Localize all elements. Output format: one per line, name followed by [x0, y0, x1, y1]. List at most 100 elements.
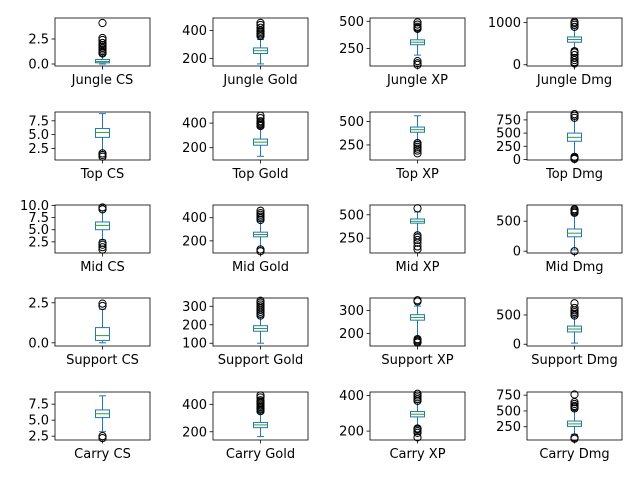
flier-point — [98, 432, 107, 441]
y-tick-label: 0 — [513, 245, 521, 260]
flier-point — [256, 23, 265, 32]
y-tick-label: 10.0 — [20, 199, 49, 214]
y-tick-label: 200 — [339, 425, 364, 440]
x-axis-label: Support XP — [381, 353, 453, 368]
x-axis-label: Jungle Dmg — [536, 73, 612, 88]
flier-point — [98, 33, 107, 43]
flier-point — [413, 389, 422, 398]
flier-point — [570, 17, 579, 26]
y-tick-label: 200 — [182, 425, 207, 440]
y-tick-label: 500 — [339, 15, 364, 30]
x-axis-label: Jungle Gold — [222, 73, 297, 88]
flier-point — [98, 299, 107, 308]
flier-point — [98, 203, 107, 212]
flier-point — [413, 18, 422, 27]
flier-point — [98, 238, 107, 247]
flier-point — [256, 391, 265, 400]
x-axis-label: Carry XP — [389, 447, 445, 462]
x-axis-label: Carry CS — [74, 447, 131, 462]
flier-point — [570, 247, 579, 256]
flier-point — [413, 22, 422, 31]
flier-point — [570, 390, 579, 399]
flier-point — [413, 296, 422, 305]
y-tick-label: 400 — [182, 24, 207, 39]
y-tick-label: 7.5 — [28, 398, 49, 413]
y-tick-label: 400 — [182, 211, 207, 226]
flier-point — [256, 393, 265, 402]
flier-point — [570, 110, 579, 119]
flier-point — [413, 231, 422, 240]
y-tick-label: 500 — [339, 115, 364, 130]
y-tick-label: 0.0 — [28, 336, 49, 351]
y-tick-label: 400 — [182, 398, 207, 413]
y-tick-label: 300 — [339, 304, 364, 319]
flier-point — [570, 22, 579, 31]
flier-point — [570, 113, 579, 122]
y-tick-label: 0 — [513, 338, 521, 353]
y-tick-label: 250 — [339, 232, 364, 247]
y-tick-label: 250 — [496, 420, 521, 435]
flier-point — [570, 433, 579, 442]
y-tick-label: 5.0 — [28, 414, 49, 429]
box-iqr — [95, 327, 110, 341]
x-axis-label: Mid Gold — [232, 260, 289, 275]
x-axis-label: Mid XP — [396, 260, 440, 275]
flier-point — [256, 208, 265, 218]
y-tick-label: 2.5 — [28, 430, 49, 445]
y-tick-label: 2.5 — [28, 142, 49, 157]
y-tick-label: 250 — [496, 140, 521, 155]
x-axis-label: Support Dmg — [531, 353, 617, 368]
x-axis-label: Jungle XP — [386, 73, 448, 88]
flier-point — [98, 35, 107, 45]
y-tick-label: 200 — [339, 327, 364, 342]
flier-point — [570, 205, 579, 214]
flier-point — [570, 47, 579, 56]
y-tick-label: 200 — [182, 141, 207, 156]
y-tick-label: 500 — [339, 208, 364, 223]
y-tick-label: 500 — [496, 308, 521, 323]
flier-point — [570, 299, 579, 308]
x-axis-label: Jungle CS — [71, 73, 134, 88]
y-tick-label: 0 — [513, 58, 521, 73]
flier-point — [256, 296, 265, 305]
flier-point — [413, 235, 422, 245]
flier-point — [413, 204, 422, 213]
y-tick-label: 100 — [182, 337, 207, 352]
y-tick-label: 0 — [513, 153, 521, 168]
flier-point — [256, 117, 265, 126]
box-iqr — [95, 128, 110, 138]
x-axis-label: Mid Dmg — [545, 260, 603, 275]
y-tick-label: 5.0 — [28, 128, 49, 143]
y-tick-label: 7.5 — [28, 114, 49, 129]
flier-point — [570, 50, 579, 60]
flier-point — [256, 111, 265, 120]
flier-point — [98, 301, 107, 311]
y-tick-label: 250 — [339, 138, 364, 153]
y-tick-label: 200 — [182, 318, 207, 333]
y-tick-label: 400 — [182, 117, 207, 132]
flier-point — [256, 206, 265, 215]
flier-point — [256, 20, 265, 30]
y-tick-label: 1000 — [488, 16, 521, 31]
flier-point — [570, 303, 579, 313]
flier-point — [413, 56, 422, 66]
flier-point — [98, 243, 107, 252]
flier-point — [413, 242, 422, 251]
y-tick-label: 200 — [182, 234, 207, 249]
y-tick-label: 500 — [496, 127, 521, 142]
